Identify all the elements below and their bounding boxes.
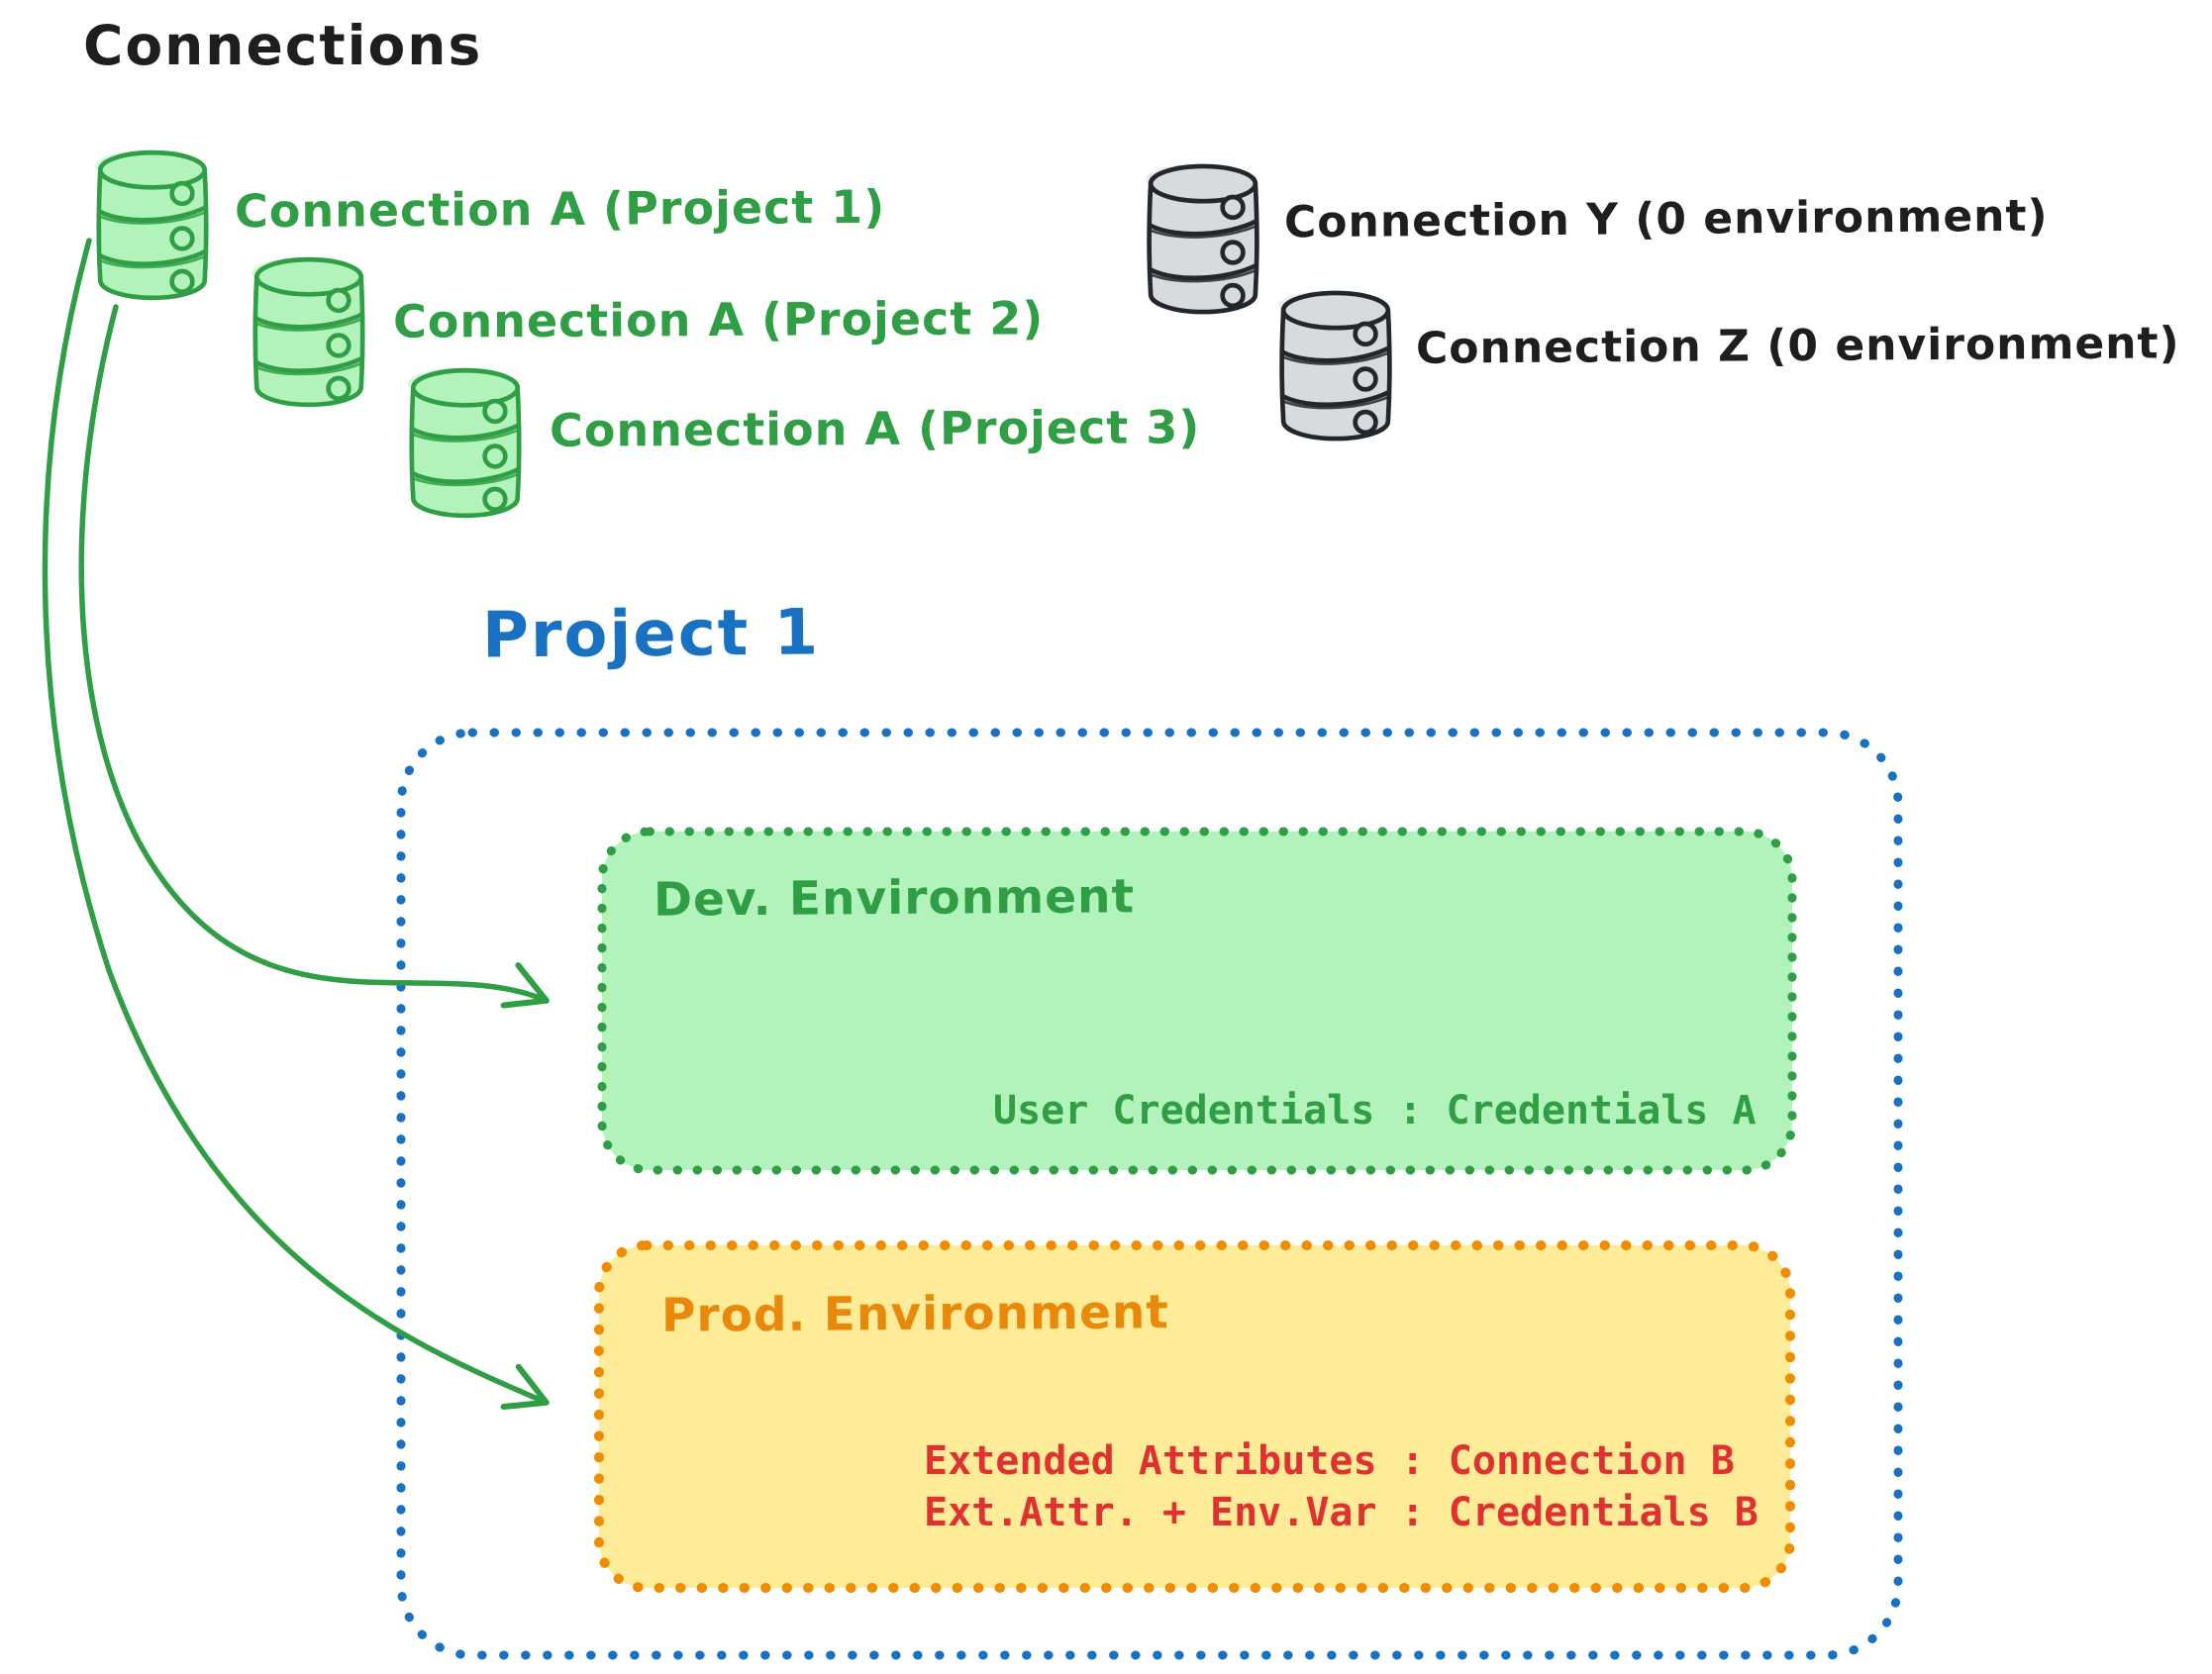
- database-icon-connection-a-project-1: [95, 150, 206, 298]
- project-1-container: [396, 728, 1903, 1660]
- prod-mapping-extended-attributes: Extended Attributes : Connection B: [924, 1438, 1735, 1484]
- prod-mappings: Extended Attributes : Connection B Ext.A…: [924, 1435, 1759, 1538]
- database-icon-connection-a-project-3: [408, 368, 519, 516]
- prod-mapping-env-var: Ext.Attr. + Env.Var : Credentials B: [924, 1490, 1759, 1535]
- arrow-connection-a-to-prod: [42, 238, 550, 1411]
- connection-a-project-1-label: Connection A (Project 1): [234, 179, 886, 239]
- database-icon-connection-y: [1146, 164, 1257, 312]
- dev-credentials-mapping: User Credentials : Credentials A: [993, 1088, 1757, 1133]
- arrow-connection-a-to-dev: [78, 304, 550, 1009]
- prod-environment-title: Prod. Environment: [660, 1285, 1169, 1343]
- project-1-title: Project 1: [481, 596, 821, 673]
- dev-environment-title: Dev. Environment: [653, 869, 1136, 928]
- connection-y-label: Connection Y (0 environment): [1283, 190, 2049, 248]
- dev-environment-box: [597, 827, 1797, 1175]
- diagram-title: Connections: [83, 14, 483, 77]
- database-icon-connection-z: [1278, 291, 1389, 439]
- prod-environment-box: [594, 1240, 1795, 1593]
- database-icon-connection-a-project-2: [251, 257, 362, 405]
- connection-a-project-2-label: Connection A (Project 2): [392, 291, 1045, 348]
- connection-z-label: Connection Z (0 environment): [1415, 318, 2180, 374]
- connection-a-project-3-label: Connection A (Project 3): [549, 400, 1201, 457]
